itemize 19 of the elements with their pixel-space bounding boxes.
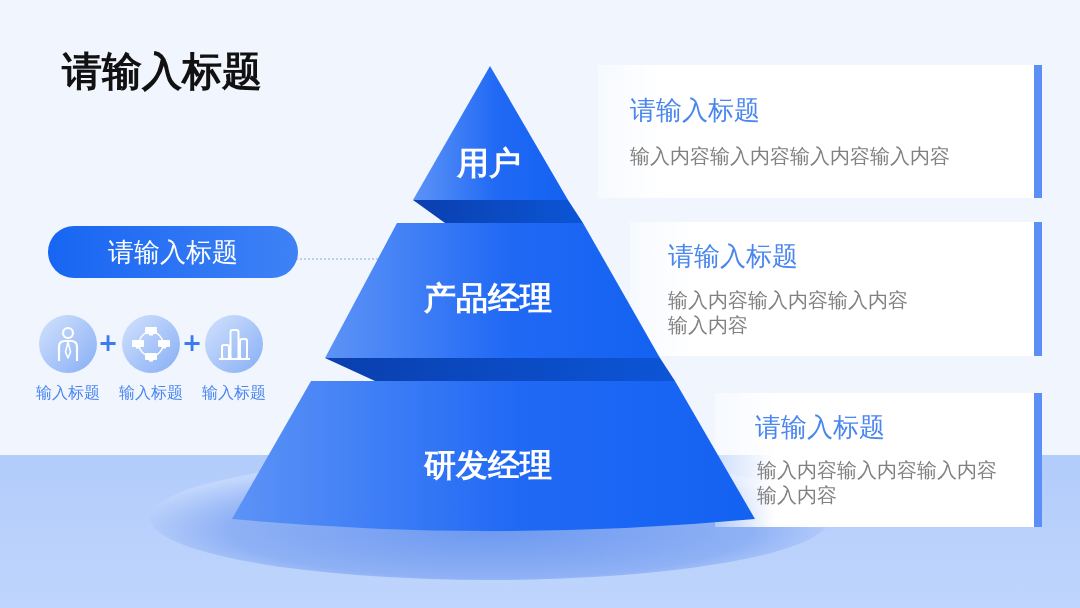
text-card: [598, 65, 1042, 198]
plus-sign: +: [181, 330, 203, 356]
card-heading: 请输入标题: [755, 411, 885, 443]
card-heading: 请输入标题: [668, 240, 798, 272]
tier-label: 研发经理: [424, 446, 552, 484]
tier-label: 用户: [457, 144, 521, 182]
icon-caption: 输入标题: [202, 383, 266, 403]
card-text: 输入内容输入内容输入内容输入内容: [668, 288, 909, 338]
text-card: [630, 222, 1042, 356]
plus-sign: +: [97, 330, 119, 356]
tier-label: 产品经理: [424, 279, 552, 317]
card-heading: 请输入标题: [630, 94, 760, 126]
card-text: 输入内容输入内容输入内容输入内容: [630, 144, 951, 169]
icon-caption: 输入标题: [36, 383, 100, 403]
card-text: 输入内容输入内容输入内容输入内容: [757, 458, 998, 508]
icon-caption: 输入标题: [119, 383, 183, 403]
heading-banner: 请输入标题: [48, 226, 298, 278]
page-title: 请输入标题: [62, 47, 262, 95]
text-card: [715, 393, 1042, 527]
